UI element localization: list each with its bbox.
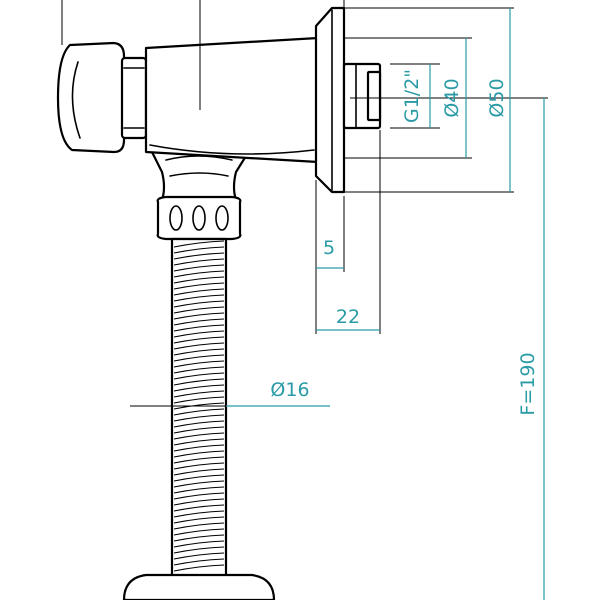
hose-thread-line [173,558,225,566]
label-thread: G1/2" [401,69,423,123]
hose-thread-line [173,264,225,272]
hose-thread-line [173,384,225,392]
hose-thread-line [173,378,225,386]
hose-thread-line [173,282,225,290]
hose-thread-line [173,252,225,260]
label-offset-5: 5 [323,237,335,259]
hose-thread-line [173,486,225,494]
hose-thread-line [173,534,225,542]
hose-thread-line [173,546,225,554]
dimension-labels: G1/2" Ø40 Ø50 5 22 Ø16 F=190 [270,69,539,416]
hose-thread-line [173,444,225,452]
hose-thread-line [173,360,225,368]
push-button [56,41,126,154]
hose-thread-line [173,390,225,398]
hose-thread-line [173,468,225,476]
hose-thread-line [173,540,225,548]
hose-threading [173,240,225,572]
hose-thread-line [173,330,225,338]
hose-thread-line [173,528,225,536]
hose-thread-line [173,312,225,320]
hose-thread-line [173,462,225,470]
hose-thread-line [173,372,225,380]
hose-thread-line [173,504,225,512]
hose-thread-line [173,300,225,308]
hose-thread-line [173,288,225,296]
hose-thread-line [173,408,225,416]
hose-thread-line [173,258,225,266]
valve-assembly [56,6,382,600]
hose-thread-line [173,270,225,278]
hose-thread-line [173,516,225,524]
button-collar [120,56,148,140]
hose-end-cap [122,573,276,600]
hose-thread-line [173,240,225,248]
hose-thread-line [173,342,225,350]
hose-thread-line [173,366,225,374]
hose-thread-line [173,306,225,314]
label-diameter-40: Ø40 [441,78,463,117]
hose-thread-line [173,420,225,428]
hose-thread-line [173,552,225,560]
valve-body [144,36,320,164]
hose-thread-line [173,456,225,464]
wall-flange [314,6,346,194]
hose-thread-line [173,522,225,530]
label-offset-22: 22 [336,306,360,328]
hose-thread-line [173,510,225,518]
dimension-lines [226,8,545,600]
hose-thread-line [173,474,225,482]
hose-thread-line [173,498,225,506]
hose-thread-line [173,318,225,326]
hose-thread-line [173,564,225,572]
hose-thread-line [173,432,225,440]
hose-thread-line [173,348,225,356]
hose-thread-line [173,276,225,284]
hose-thread-line [173,246,225,254]
push-button-highlight [71,61,81,139]
label-flush-height: F=190 [517,352,539,415]
hose-thread-line [173,354,225,362]
hose-thread-line [173,294,225,302]
hose-thread-line [173,492,225,500]
hose-thread-line [173,336,225,344]
hose-thread-line [173,480,225,488]
hose-thread-line [173,414,225,422]
label-diameter-50: Ø50 [486,78,508,117]
hose-thread-line [173,438,225,446]
hose-thread-line [173,450,225,458]
hose-thread-line [173,396,225,404]
label-hose-diameter: Ø16 [270,379,309,401]
hose-thread-line [173,426,225,434]
hose-thread-line [173,324,225,332]
hose-thread-line [173,402,225,410]
